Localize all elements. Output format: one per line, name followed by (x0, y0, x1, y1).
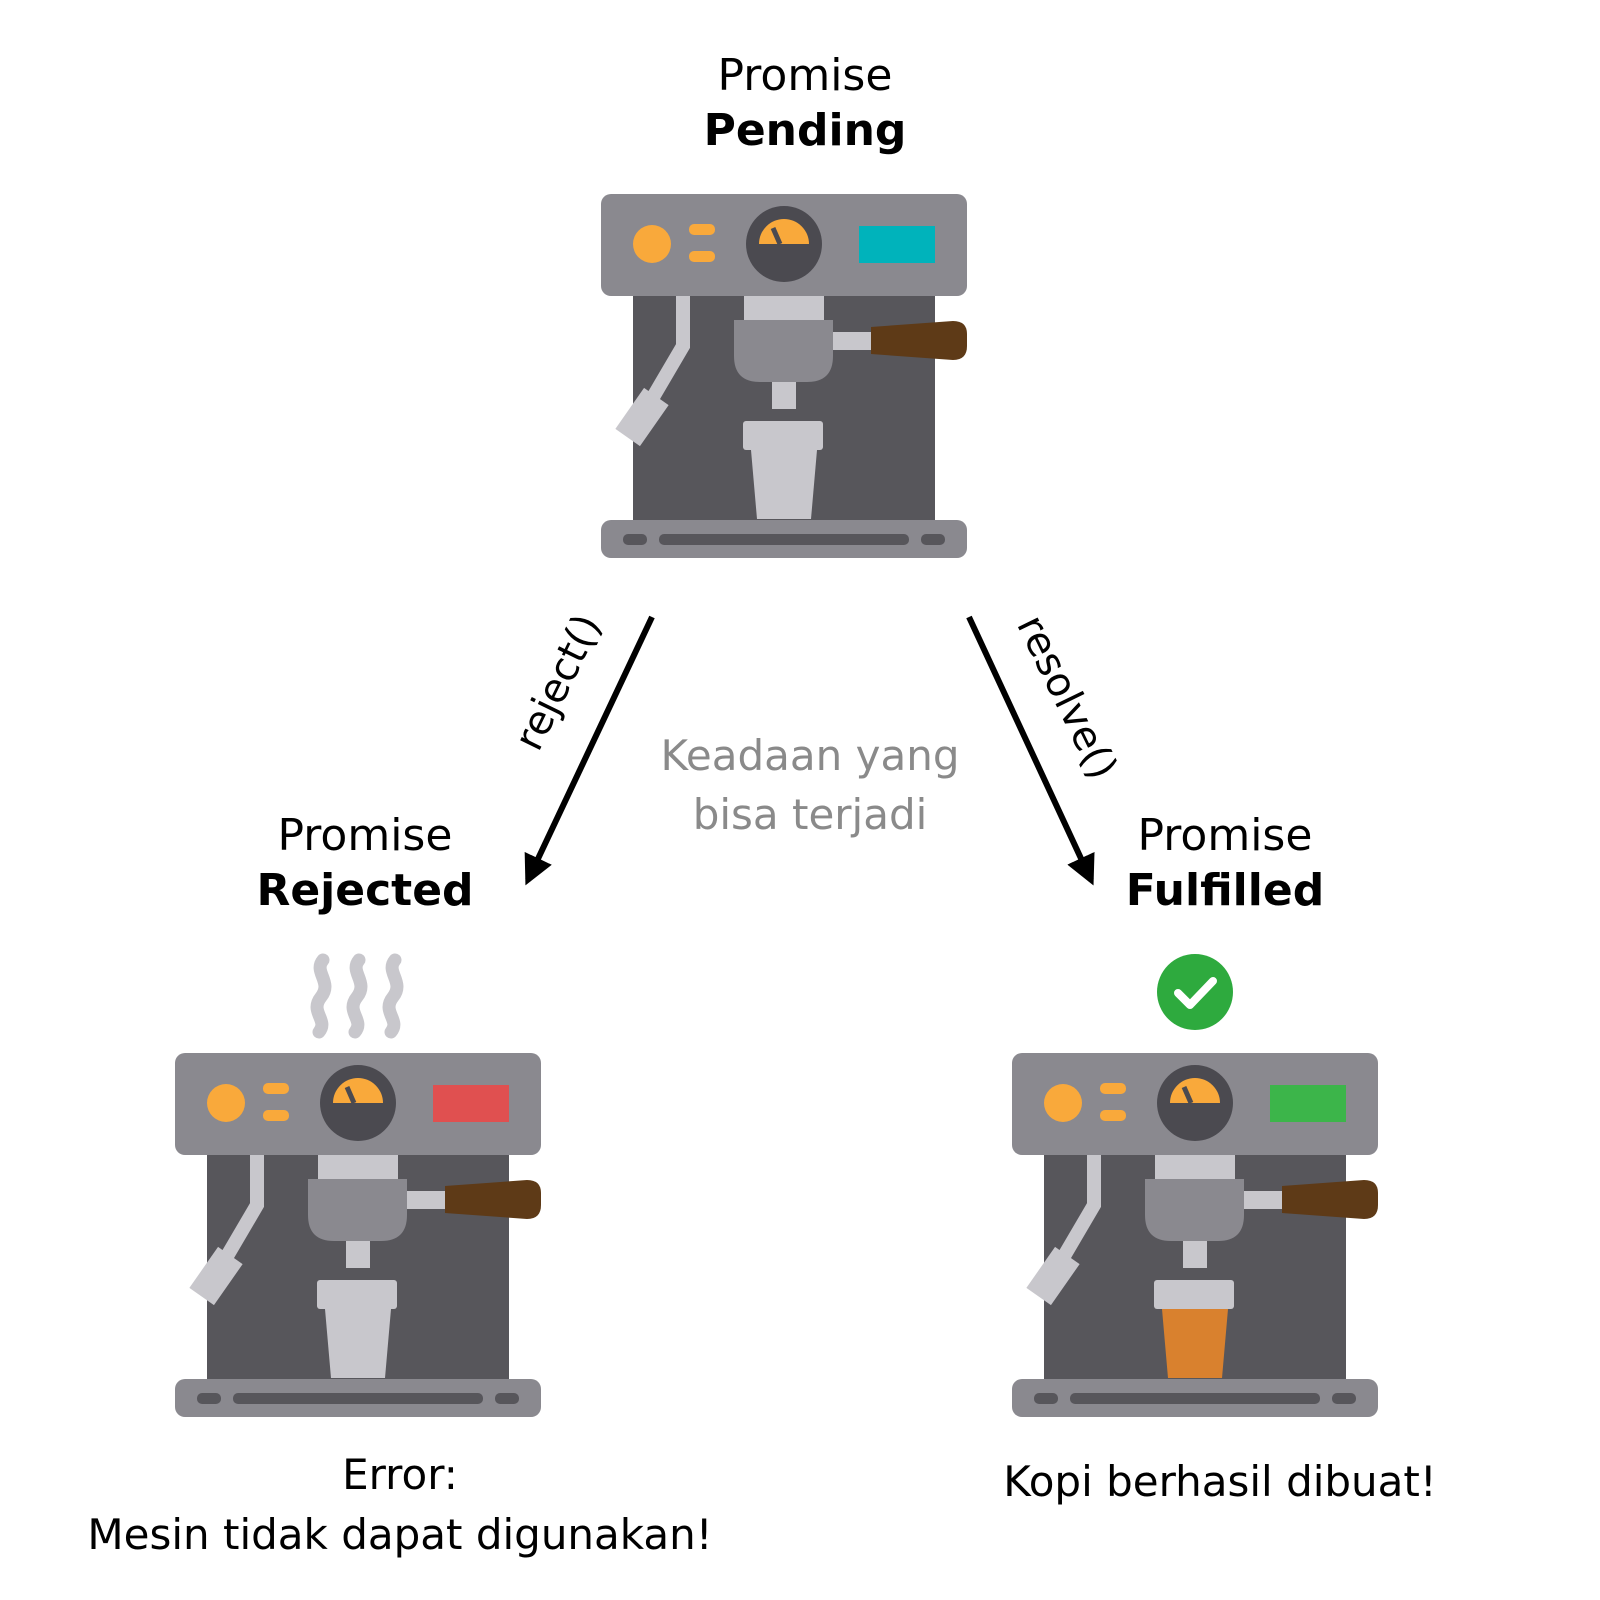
rejected-caption-line1: Error: (342, 1450, 458, 1499)
rejected-caption: Error: Mesin tidak dapat digunakan! (20, 1445, 780, 1564)
possible-states-line2: bisa terjadi (692, 789, 928, 839)
coffee-machine-fulfilled-icon (1012, 1053, 1378, 1417)
rejected-caption-line2: Mesin tidak dapat digunakan! (87, 1509, 713, 1559)
possible-states-note: Keadaan yang bisa terjadi (590, 727, 1030, 845)
reject-arrow (524, 615, 655, 886)
pending-line2: Pending (703, 105, 907, 156)
rejected-state-label: Promise Rejected (150, 808, 580, 918)
fulfilled-line1: Promise (1137, 810, 1313, 861)
coffee-machine-pending-icon (601, 194, 967, 558)
rejected-line1: Promise (277, 810, 453, 861)
pending-line1: Promise (717, 50, 893, 101)
possible-states-line1: Keadaan yang (660, 731, 960, 780)
fulfilled-line2: Fulfilled (1125, 865, 1325, 916)
checkmark-circle-icon (1157, 954, 1233, 1030)
fulfilled-caption: Kopi berhasil dibuat! (900, 1452, 1540, 1512)
steam-icon (310, 953, 404, 1039)
fulfilled-caption-line1: Kopi berhasil dibuat! (1003, 1457, 1437, 1506)
fulfilled-state-label: Promise Fulfilled (1010, 808, 1440, 918)
coffee-machine-rejected-icon (175, 1053, 541, 1417)
resolve-arrow (966, 615, 1095, 886)
pending-state-label: Promise Pending (590, 48, 1020, 158)
rejected-line2: Rejected (256, 865, 474, 916)
